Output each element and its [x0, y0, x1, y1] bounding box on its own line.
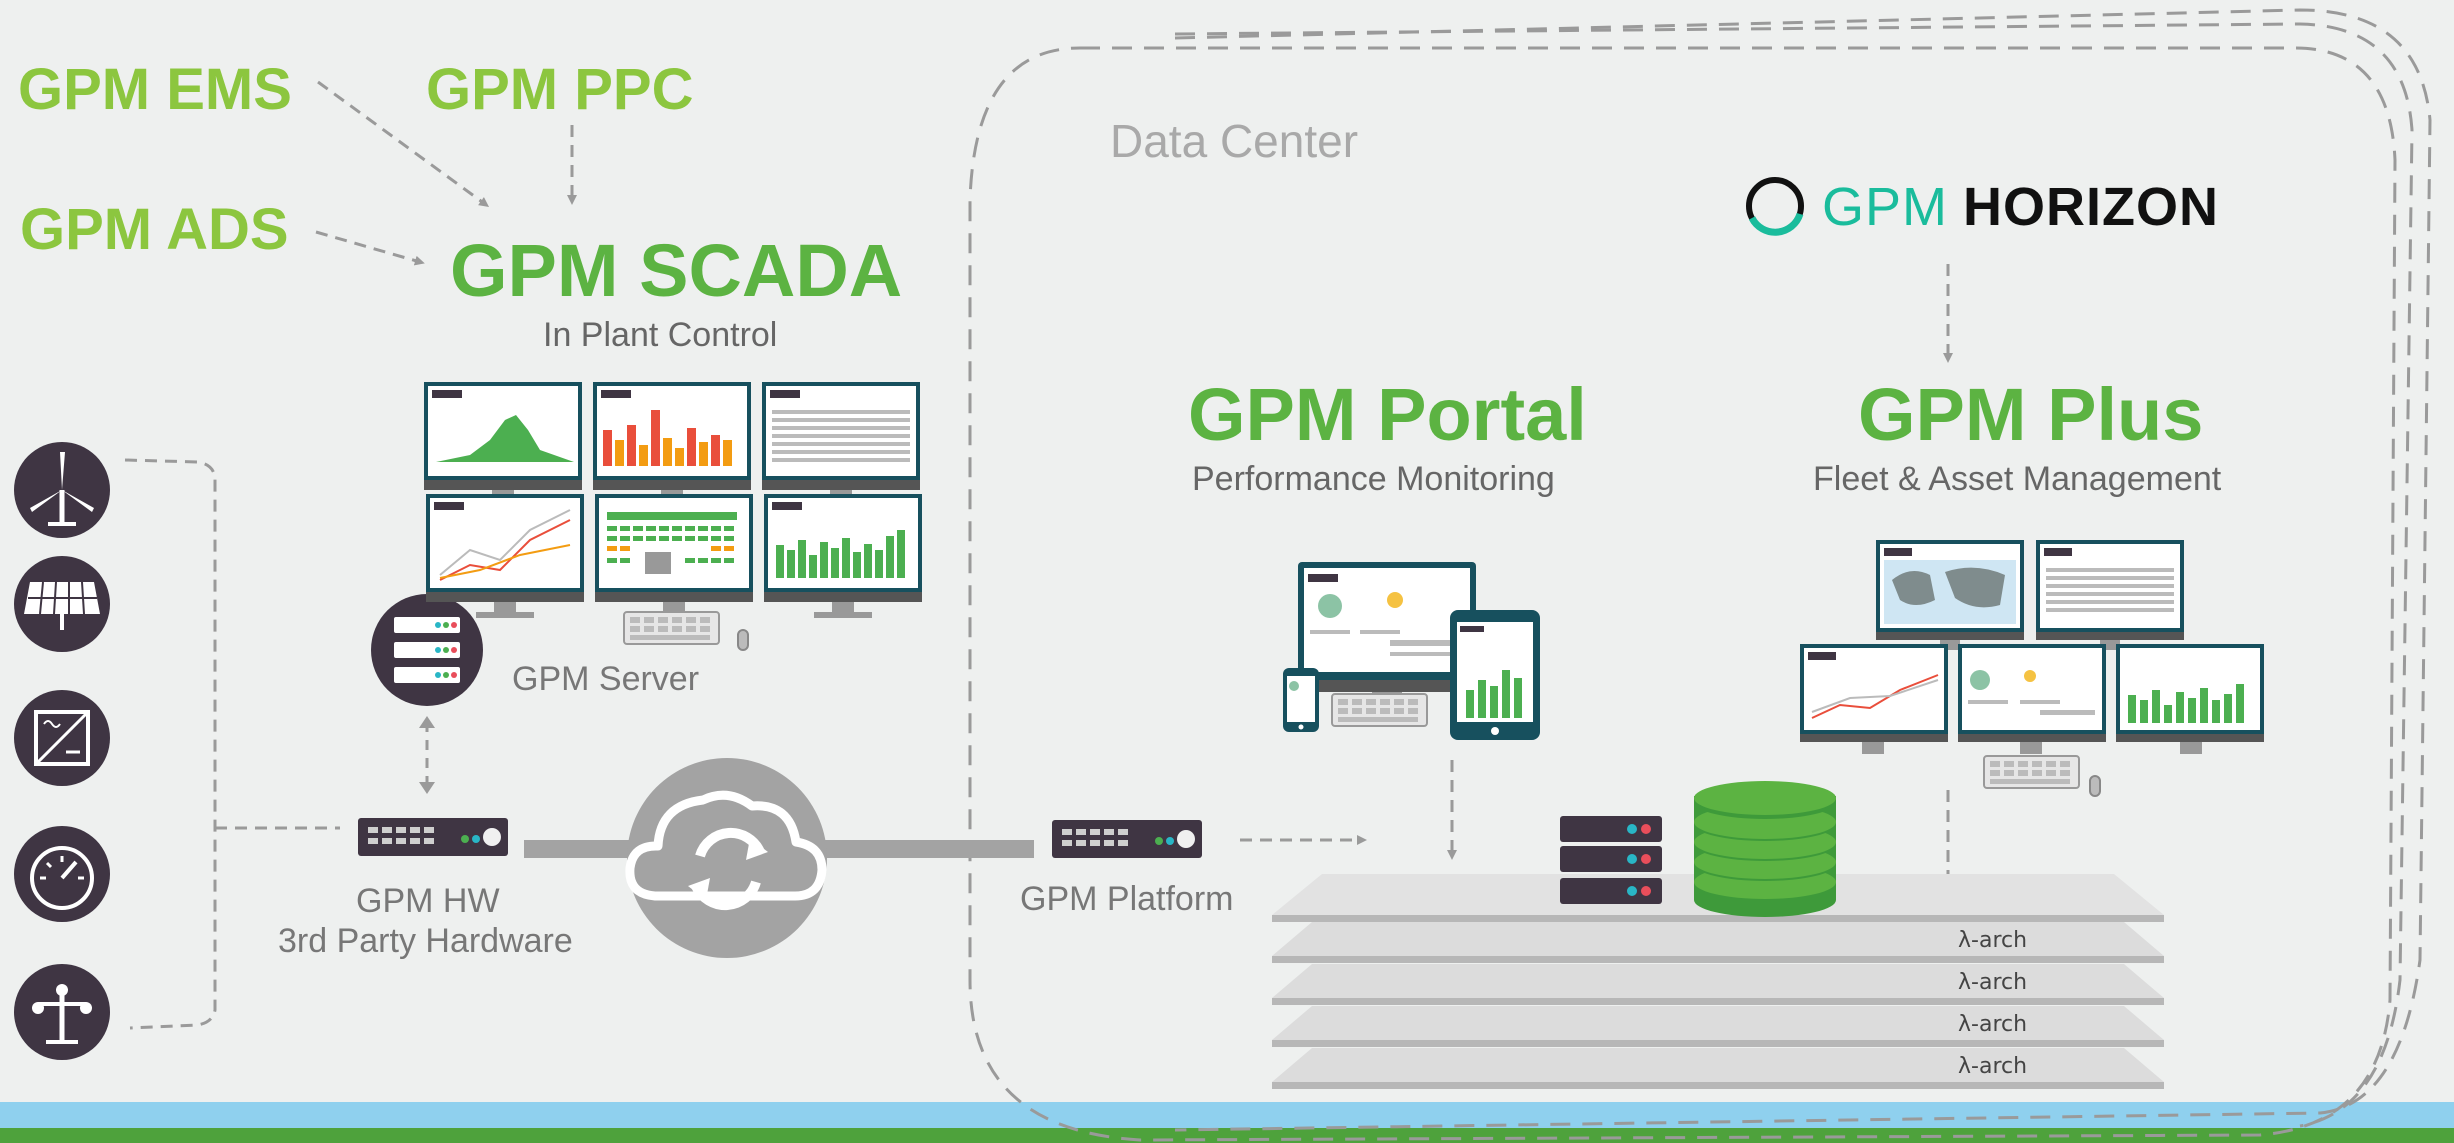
lambda-arch-layer-3: λ-arch	[1958, 1012, 2028, 1037]
scada-monitor-wall	[424, 382, 922, 651]
lambda-arch-layer-2: λ-arch	[1958, 970, 2028, 995]
lambda-arch-layer-4: λ-arch	[1958, 1054, 2028, 1079]
stack-server-2-icon	[1560, 846, 1662, 872]
lambda-arch-layer-1: λ-arch	[1958, 928, 2028, 953]
gpm-platform-label: GPM Platform	[1020, 880, 1234, 918]
portal-devices	[1283, 562, 1540, 740]
plus-monitor-wall	[1800, 540, 2264, 797]
gpm-ems-label: GPM EMS	[18, 57, 292, 122]
gpm-hw-label: GPM HW	[356, 882, 500, 920]
gpm-platform-rack-icon	[1052, 820, 1202, 858]
lambda-arch-stack	[1272, 874, 2164, 1089]
gpm-plus-title: GPM Plus	[1858, 373, 2204, 456]
horizon-logo-text: HORIZON	[1963, 177, 2219, 237]
data-center-outline	[968, 8, 2432, 1142]
stack-server-1-icon	[1560, 816, 1662, 842]
cloud-sync-icon	[625, 758, 827, 958]
inverter-icon	[14, 690, 110, 786]
weather-station-icon	[14, 964, 110, 1060]
gpm-plus-subtitle: Fleet & Asset Management	[1813, 460, 2222, 498]
gpm-server-icon	[371, 594, 483, 706]
gpm-hw-rack-icon	[358, 818, 508, 856]
meter-gauge-icon	[14, 826, 110, 922]
gpm-portal-subtitle: Performance Monitoring	[1192, 460, 1555, 498]
horizon-logo-gpm: GPM	[1822, 177, 1949, 237]
database-icon	[1694, 781, 1836, 917]
gpm-ads-label: GPM ADS	[20, 197, 289, 262]
gpm-scada-subtitle: In Plant Control	[543, 316, 778, 354]
wind-turbine-icon	[14, 442, 110, 538]
third-party-hardware-label: 3rd Party Hardware	[278, 922, 573, 960]
gpm-portal-title: GPM Portal	[1188, 373, 1587, 456]
solar-panel-icon	[14, 556, 110, 652]
gpm-ppc-label: GPM PPC	[426, 57, 694, 122]
gpm-scada-title: GPM SCADA	[450, 229, 903, 312]
gpm-server-label: GPM Server	[512, 660, 700, 698]
stack-server-3-icon	[1560, 878, 1662, 904]
data-center-label: Data Center	[1110, 115, 1359, 167]
